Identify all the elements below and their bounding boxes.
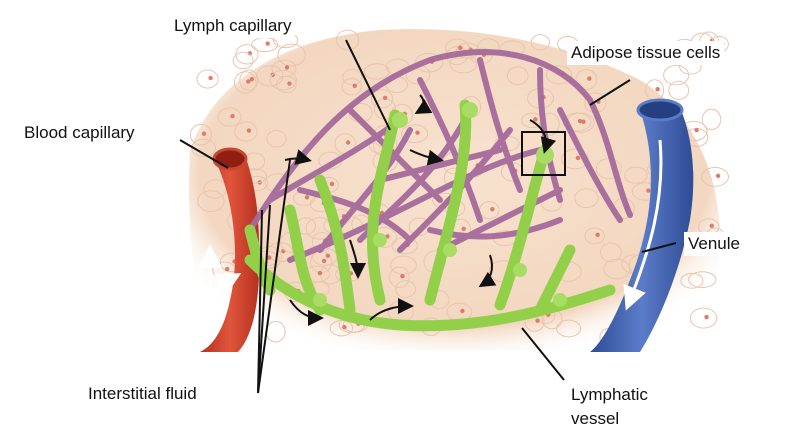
label-lymphatic-line1: Lymphatic	[571, 383, 648, 407]
cell-nucleus	[694, 128, 698, 132]
cell-nucleus	[208, 76, 212, 80]
cell-nucleus	[490, 207, 494, 211]
adipose-cell	[236, 45, 258, 64]
cell-nucleus	[225, 267, 229, 271]
cell-nucleus	[318, 271, 322, 275]
cell-nucleus	[458, 46, 462, 50]
cell-nucleus	[587, 76, 591, 80]
label-blood-capillary: Blood capillary	[20, 121, 139, 145]
cell-nucleus	[342, 325, 346, 329]
label-interstitial-fluid: Interstitial fluid	[84, 382, 201, 406]
cell-nucleus	[346, 140, 350, 144]
cell-nucleus	[460, 309, 464, 313]
cell-nucleus	[704, 315, 708, 319]
cell-nucleus	[322, 259, 326, 263]
cell-nucleus	[716, 174, 720, 178]
cell-nucleus	[230, 114, 234, 118]
cell-nucleus	[578, 119, 582, 123]
cell-nucleus	[287, 81, 291, 85]
venule-opening	[638, 100, 682, 120]
adipose-cell	[252, 37, 278, 51]
cell-nucleus	[655, 87, 659, 91]
cell-nucleus	[535, 319, 539, 323]
cell-nucleus	[595, 233, 599, 237]
cell-nucleus	[461, 227, 465, 231]
cell-nucleus	[353, 84, 357, 88]
arteriole-opening	[214, 149, 246, 169]
cell-nucleus	[285, 65, 289, 69]
label-venule: Venule	[684, 232, 744, 256]
cell-nucleus	[383, 96, 387, 100]
cell-nucleus	[326, 254, 330, 258]
cell-nucleus	[202, 132, 206, 136]
adipose-cell	[197, 70, 218, 88]
cell-nucleus	[415, 131, 419, 135]
label-lymphatic-vessel: Lymphatic vessel	[567, 381, 652, 433]
cell-nucleus	[533, 117, 537, 121]
label-lymphatic-line2: vessel	[571, 407, 648, 431]
adipose-cell	[702, 109, 721, 129]
cell-nucleus	[305, 195, 309, 199]
cell-nucleus	[265, 41, 269, 45]
cell-nucleus	[330, 182, 334, 186]
cell-nucleus	[710, 224, 714, 228]
cell-nucleus	[400, 274, 404, 278]
adipose-cell	[233, 52, 253, 68]
cell-nucleus	[247, 128, 251, 132]
cell-nucleus	[576, 156, 580, 160]
cell-nucleus	[250, 77, 254, 81]
cell-nucleus	[646, 188, 650, 192]
label-adipose-tissue-cells: Adipose tissue cells	[567, 41, 724, 65]
label-lymph-capillary: Lymph capillary	[170, 14, 295, 38]
